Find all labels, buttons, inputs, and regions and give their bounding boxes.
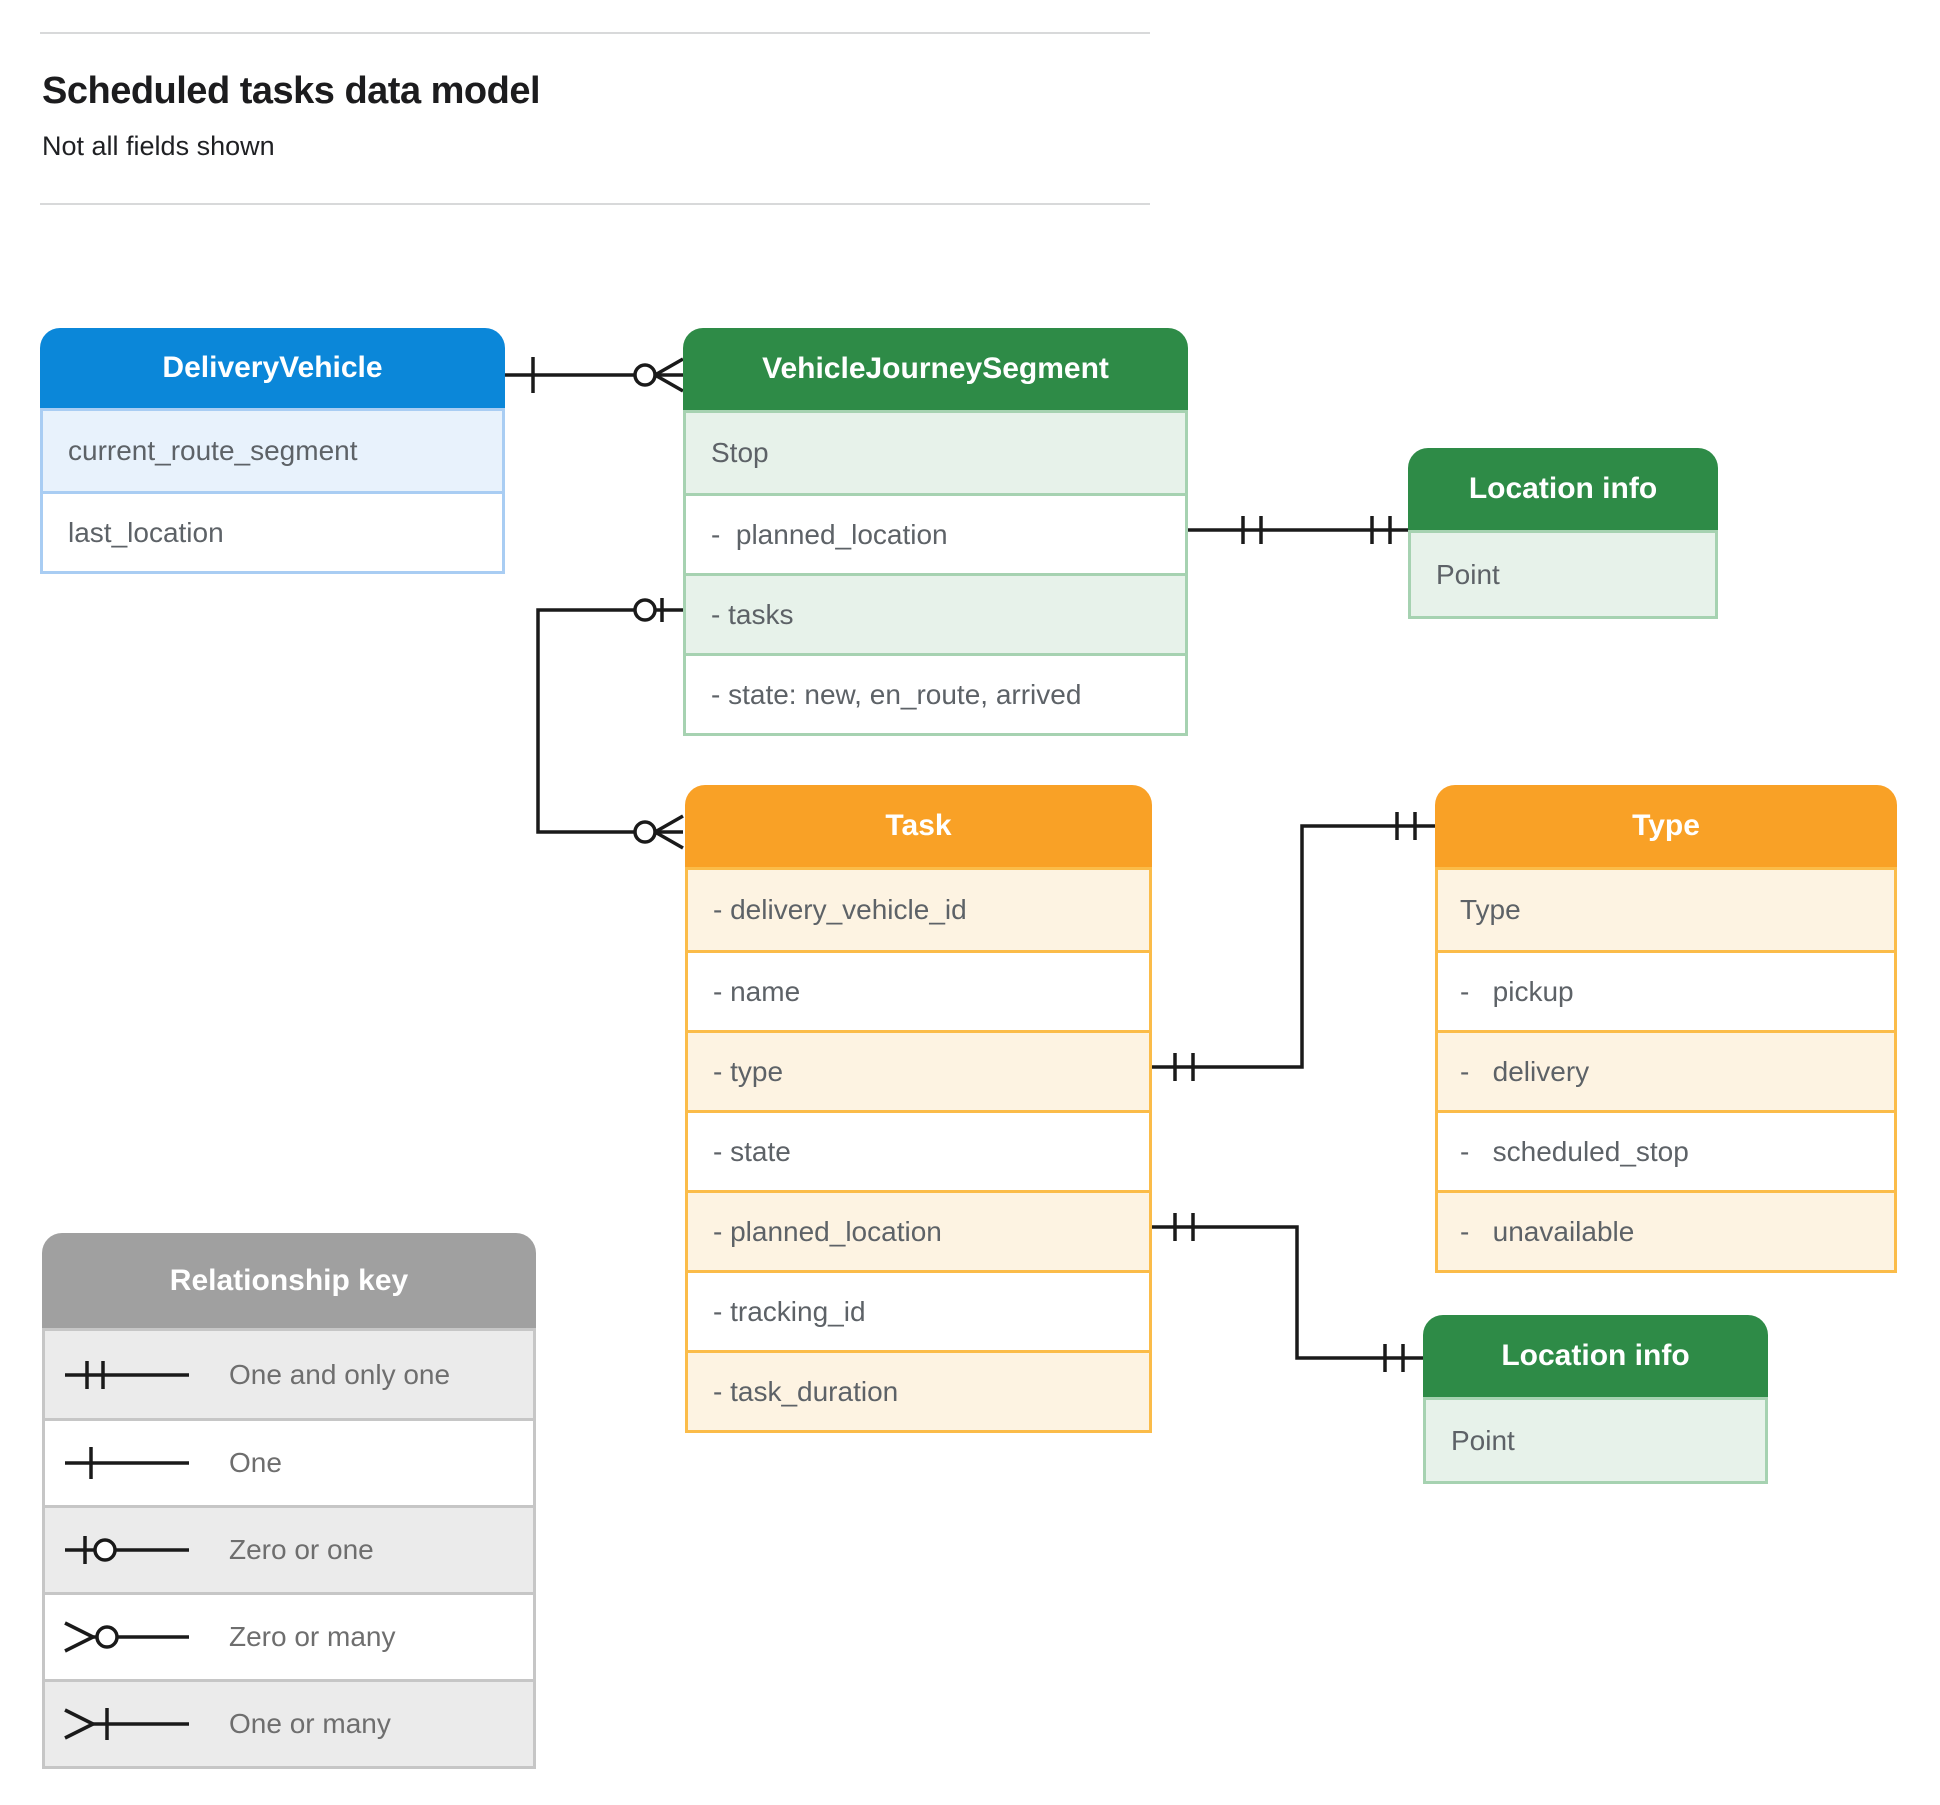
- field-label: - state: new, en_route, arrived: [711, 678, 1082, 710]
- field-label: - pickup: [1460, 975, 1574, 1007]
- field-label: - scheduled_stop: [1460, 1135, 1689, 1167]
- table-rows: Point: [1423, 1397, 1768, 1484]
- entity-table-task: Task - delivery_vehicle_id - name - type - s…: [685, 785, 1152, 1433]
- table-header: DeliveryVehicle: [40, 328, 505, 408]
- field-label: last_location: [68, 516, 224, 548]
- field-row: - type: [688, 1030, 1149, 1110]
- field-label: - unavailable: [1460, 1215, 1635, 1247]
- table-header: VehicleJourneySegment: [683, 328, 1188, 410]
- field-row: - tasks: [686, 573, 1185, 653]
- field-row: - tracking_id: [688, 1270, 1149, 1350]
- field-label: Point: [1436, 558, 1500, 590]
- page-subtitle: Not all fields shown: [42, 131, 275, 161]
- field-label: Stop: [711, 437, 769, 468]
- zero-circle-icon: [633, 598, 657, 622]
- connector-tasktype-to-type: [1152, 812, 1435, 1081]
- connector-taskplannedlocation-to-locationinfo-bottom: [1152, 1213, 1423, 1372]
- field-label: - type: [713, 1055, 784, 1087]
- field-row: Stop: [686, 413, 1185, 493]
- one-and-only-one-symbol-icon: [65, 1360, 189, 1389]
- field-label: - planned_location: [711, 518, 948, 550]
- field-row: - unavailable: [1438, 1190, 1894, 1270]
- zero-circle-icon: [633, 363, 657, 387]
- bottom-divider: [40, 203, 1150, 205]
- connector-deliveryvehicle-to-vehiclejourneysegment: [505, 357, 684, 393]
- field-label: - planned_location: [713, 1215, 942, 1247]
- field-row: last_location: [43, 491, 502, 571]
- field-row: - state: new, en_route, arrived: [686, 653, 1185, 733]
- table-header: Relationship key: [42, 1233, 536, 1328]
- key-label: Zero or many: [229, 1621, 396, 1652]
- key-label: One and only one: [229, 1358, 451, 1390]
- field-row: current_route_segment: [43, 411, 502, 491]
- field-row: - delivery: [1438, 1030, 1894, 1110]
- key-row: Zero or many: [45, 1592, 533, 1679]
- field-row: Point: [1426, 1400, 1765, 1481]
- field-row: - planned_location: [686, 493, 1185, 573]
- table-header: Task: [685, 785, 1152, 867]
- table-rows: Type - pickup - delivery - scheduled_stop - …: [1435, 867, 1897, 1273]
- field-label: - name: [713, 975, 801, 1007]
- field-label: Point: [1451, 1424, 1515, 1456]
- field-label: Type: [1460, 894, 1521, 925]
- table-header: Type: [1435, 785, 1897, 867]
- field-label: - task_duration: [713, 1375, 899, 1407]
- field-label: - delivery: [1460, 1055, 1590, 1087]
- zero-circle-icon: [633, 820, 657, 844]
- zero-or-one-symbol-icon: [65, 1536, 189, 1564]
- connector-tasks-to-task: [536, 598, 684, 850]
- crow-foot-icon: [654, 357, 684, 393]
- field-row: - delivery_vehicle_id: [688, 870, 1149, 950]
- field-row: - scheduled_stop: [1438, 1110, 1894, 1190]
- field-label: - tracking_id: [713, 1295, 866, 1327]
- crow-foot-icon: [654, 814, 684, 850]
- table-header: Location info: [1423, 1315, 1768, 1397]
- field-row: Point: [1411, 533, 1715, 616]
- one-symbol-icon: [65, 1447, 189, 1479]
- field-row: - pickup: [1438, 950, 1894, 1030]
- key-label: One or many: [229, 1708, 391, 1739]
- page-title: Scheduled tasks data model: [42, 70, 541, 112]
- zero-or-many-symbol-icon: [64, 1621, 189, 1653]
- key-row: One: [45, 1418, 533, 1505]
- field-label: current_route_segment: [68, 435, 358, 466]
- table-rows: - delivery_vehicle_id - name - type - state…: [685, 867, 1152, 1433]
- field-row: - task_duration: [688, 1350, 1149, 1430]
- field-row: Type: [1438, 870, 1894, 950]
- field-label: - state: [713, 1135, 791, 1167]
- field-label: - tasks: [711, 598, 794, 630]
- key-row: One or many: [45, 1679, 533, 1766]
- key-label: Zero or one: [229, 1534, 374, 1565]
- table-header: Location info: [1408, 448, 1718, 530]
- connector-plannedlocation-to-locationinfo-top: [1188, 516, 1408, 544]
- key-row: One and only one: [45, 1331, 533, 1418]
- field-row: - name: [688, 950, 1149, 1030]
- one-or-many-symbol-icon: [64, 1708, 189, 1740]
- table-rows: current_route_segment last_location: [40, 408, 505, 574]
- top-divider: [40, 32, 1150, 34]
- field-row: - state: [688, 1110, 1149, 1190]
- table-rows: Point: [1408, 530, 1718, 619]
- key-row: Zero or one: [45, 1505, 533, 1592]
- key-label: One: [229, 1447, 282, 1478]
- field-label: - delivery_vehicle_id: [713, 894, 967, 925]
- field-row: - planned_location: [688, 1190, 1149, 1270]
- table-rows: Stop - planned_location - tasks - state: ne…: [683, 410, 1188, 736]
